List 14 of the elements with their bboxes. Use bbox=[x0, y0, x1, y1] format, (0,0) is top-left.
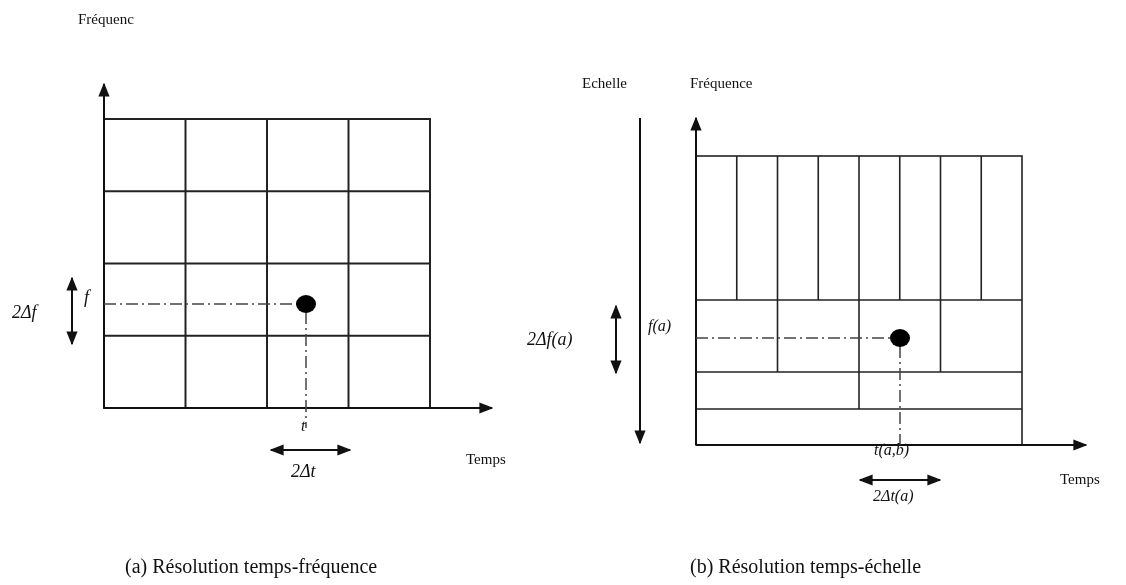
caption: (b) Résolution temps-échelle bbox=[690, 556, 922, 576]
coordinate-label: t bbox=[301, 418, 306, 434]
dimension-label: 2Δt bbox=[291, 462, 316, 480]
coordinate-label: f(a) bbox=[648, 318, 672, 334]
axis-label: Temps bbox=[1060, 472, 1100, 487]
caption: (a) Résolution temps-fréquence bbox=[125, 556, 378, 576]
axis-label: Fréquenc bbox=[78, 12, 134, 27]
axis-label: Fréquence bbox=[690, 76, 753, 91]
dimension-label: 2Δf bbox=[12, 303, 37, 321]
dimension-label: 2Δf(a) bbox=[527, 330, 573, 348]
axis-label: Temps bbox=[466, 452, 506, 467]
coordinate-label: f bbox=[84, 288, 89, 306]
dimension-label: 2Δt(a) bbox=[873, 488, 914, 504]
axis-label: Echelle bbox=[582, 76, 627, 91]
